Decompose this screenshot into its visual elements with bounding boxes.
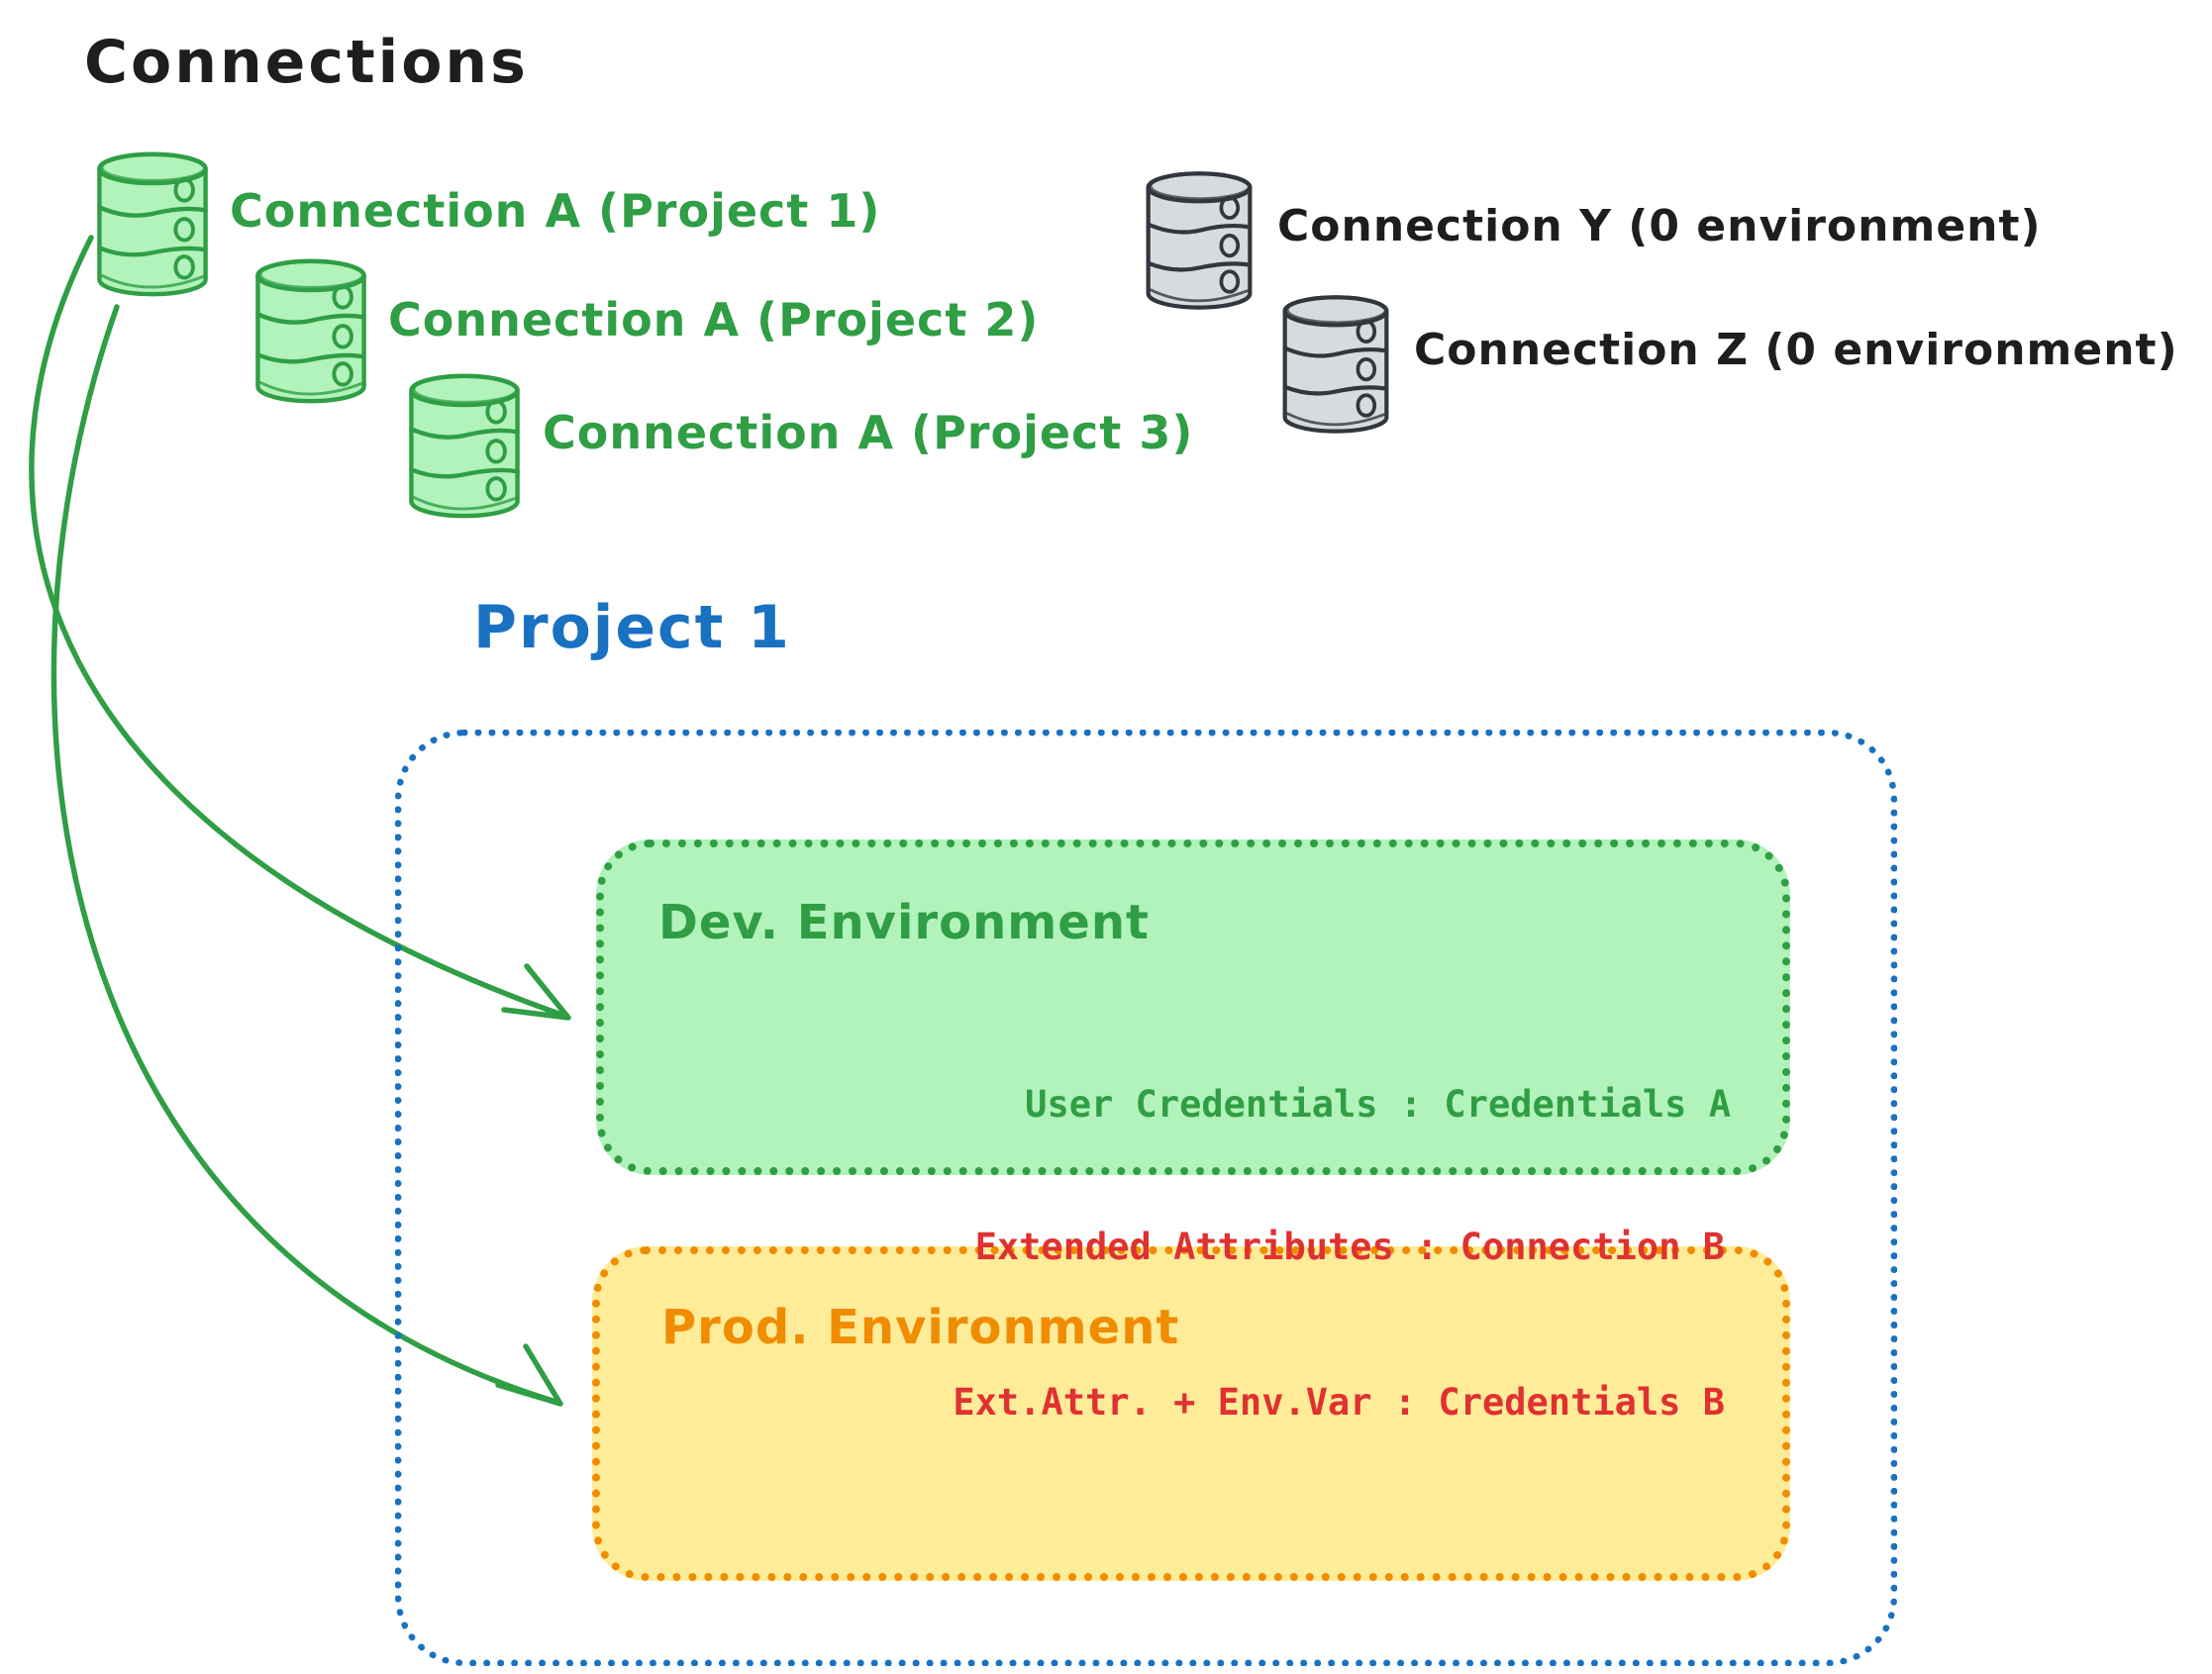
prod-mapping-line: Ext.Attr. + Env.Var : Credentials B — [953, 1381, 1725, 1425]
project-1-box: Dev. Environment User Credentials : Cred… — [395, 730, 1897, 1666]
prod-mapping-line: Extended Attributes : Connection B — [974, 1225, 1725, 1268]
database-icon — [406, 370, 523, 521]
connection-a-project1-label: Connection A (Project 1) — [230, 184, 881, 238]
prod-mappings: Extended Attributes : Connection B Ext.A… — [953, 1118, 1725, 1533]
database-icon — [1144, 163, 1255, 317]
project-title: Project 1 — [473, 593, 791, 662]
prod-environment-title: Prod. Environment — [661, 1300, 1180, 1355]
dev-credentials-mapping: User Credentials : Credentials A — [1025, 1083, 1731, 1127]
prod-environment-box: Prod. Environment Extended Attributes : … — [592, 1226, 1790, 1581]
page-title: Connections — [84, 28, 529, 97]
dev-environment-title: Dev. Environment — [658, 895, 1150, 950]
connection-z-label: Connection Z (0 environment) — [1414, 325, 2178, 375]
connection-a-project3-label: Connection A (Project 3) — [543, 406, 1194, 459]
dev-environment-box: Dev. Environment User Credentials : Cred… — [596, 839, 1790, 1175]
connection-a-project2-label: Connection A (Project 2) — [388, 293, 1040, 346]
database-icon — [252, 255, 369, 406]
database-icon — [94, 148, 211, 299]
connection-y-label: Connection Y (0 environment) — [1277, 201, 2042, 251]
database-icon — [1280, 287, 1391, 441]
